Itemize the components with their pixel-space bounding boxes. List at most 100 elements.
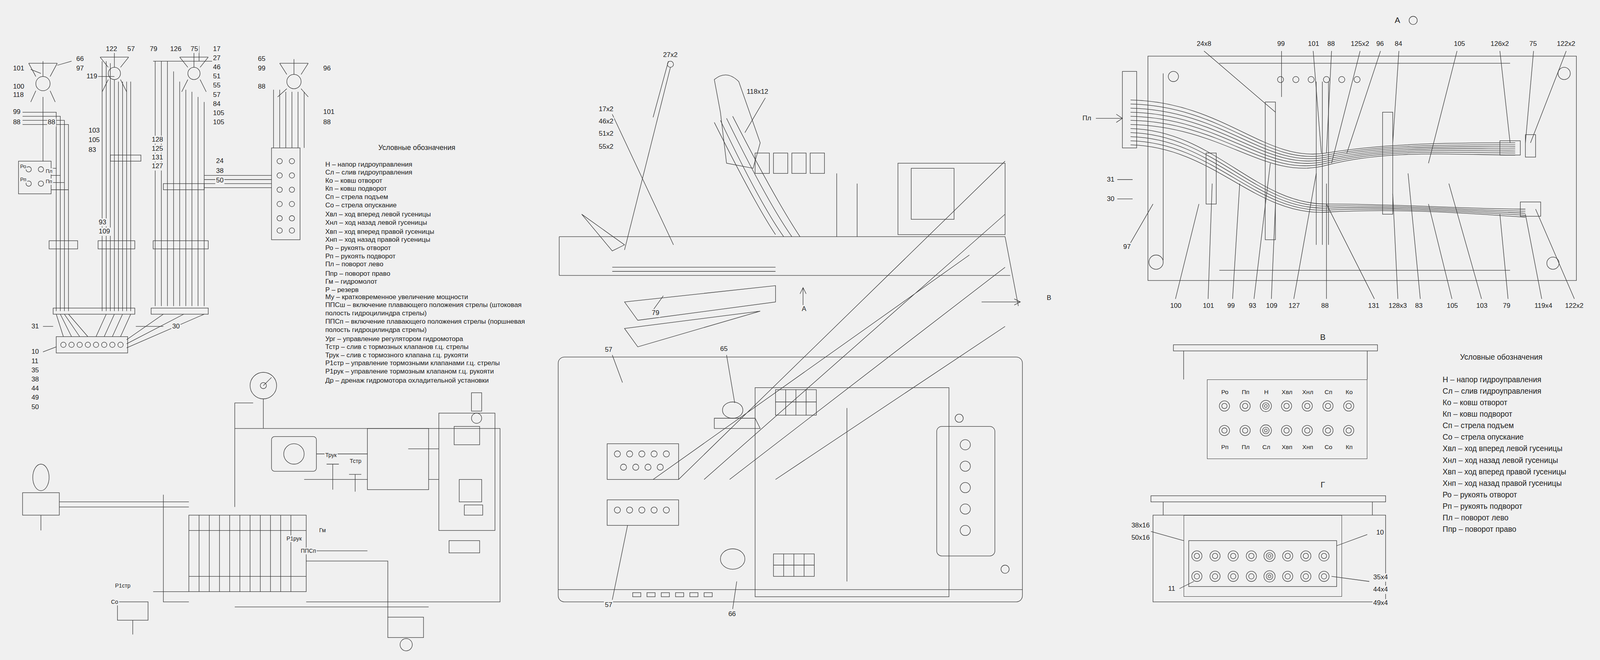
cab-drawing-part [773,554,815,577]
view-drawings-part [1239,400,1251,412]
view-drawings-part [1264,550,1276,562]
callout-number: 93 [1247,301,1257,310]
hydraulic-scheme-part [38,166,44,172]
view-drawings-part [1300,550,1312,562]
callout-number: 88 [257,82,267,91]
callout-number: 105 [87,136,101,145]
annotation: А [1393,15,1401,26]
view-drawings-part [1260,425,1272,437]
hydraulic-scheme-part [36,76,51,91]
callout-number: 50 [215,176,225,185]
callout-number: 57 [603,601,614,610]
annotation: Пл [45,168,54,175]
callout-number: 50 [30,403,40,412]
view-drawings-part [1319,550,1330,562]
hydraulic-scheme-part [286,74,302,89]
view-drawings-part [1300,571,1312,582]
annotation: А [800,305,807,314]
cab-drawing-part [960,439,971,450]
hydraulic-scheme-part [438,413,496,531]
cab-drawing-part [626,450,633,457]
cab-drawing-part [663,506,670,513]
callout-number: 126 [169,45,183,54]
hydraulic-scheme-part [28,61,57,103]
annotation: Хнл – ход назад левой гусеницы [1441,455,1559,466]
callout-number: 126x2 [1489,39,1510,48]
hydraulic-scheme-part [32,464,50,491]
callout-number: 17x2 [597,105,615,114]
annotation: Рп – рукоять подворот [1441,501,1524,511]
callout-number: 35 [30,366,40,375]
view-drawings-part [1150,495,1386,502]
annotation: Ко – ковш отворот [1441,398,1509,408]
port-label: Со [1324,443,1333,452]
port-label: Сл [1262,443,1271,452]
port-label: Хнл [1302,388,1314,397]
cab-drawing-part [614,506,621,513]
callout-number: 24 [215,157,225,166]
cab-drawing-part [620,464,627,471]
callout-number: 131 [1367,301,1380,310]
callout-number: 122x2 [1564,301,1585,310]
callout-number: 97 [75,64,85,73]
hydraulic-scheme-part [277,59,309,97]
plate-drawing-part [1203,51,1566,164]
cab-drawing-part [638,450,645,457]
callout-number: 75 [1528,39,1538,48]
callout-number: 44x4 [1372,585,1389,594]
hydraulic-scheme-part [188,515,306,592]
view-drawings-part [1188,540,1337,587]
callout-number: 128x3 [1387,301,1408,310]
cab-drawing-part [651,506,657,513]
view-drawings-part [1264,570,1276,582]
hydraulic-scheme-part [77,342,83,348]
annotation: ППСш – включение плавающего положения ст… [324,300,526,318]
callout-number: 118 [12,91,25,99]
callout-number: 131 [151,153,164,162]
callout-number: 27x2 [662,51,679,59]
hydraulic-scheme-part [30,61,164,353]
cab-drawing-part [846,408,847,582]
hydraulic-scheme-part [101,342,107,348]
cab-drawing-part [755,387,949,598]
callout-number: 125 [151,144,164,153]
callout-number: 79 [651,309,661,317]
plate-drawing-part [1277,76,1284,83]
cab-drawing-part [612,173,858,272]
annotation: Со – стрела опускание [1441,432,1525,442]
hydraulic-scheme-part [271,148,300,240]
annotation: ППСп – включение плавающего положения ст… [324,317,526,335]
hydraulic-scheme-part [56,314,205,348]
callout-number: 49 [30,393,40,402]
annotation: Др – дренаж гидромотора охладительной ус… [324,376,526,385]
hydraulic-scheme-part [271,436,317,472]
hydraulic-scheme-part [110,155,141,162]
cab-drawing-part [911,168,955,220]
annotation: Хнл – ход назад левой гусеницы [324,218,526,227]
cab-drawing-part [624,67,671,250]
plate-drawing-part [1130,144,1526,218]
callout-number: 99 [12,108,22,116]
cab-drawing-part [773,153,788,174]
view-drawings [1150,344,1386,602]
callout-number: 46 [212,63,222,72]
hydraulic-scheme-part [49,240,78,249]
hydraulic-scheme-part [60,342,66,348]
hydraulic-scheme-part [277,187,283,193]
hydraulic-scheme-part [85,342,91,348]
cab-drawing-part [960,461,971,472]
view-panel: Г [1183,515,1342,597]
annotation: Хнп – ход назад правой гусеницы [1441,478,1563,488]
plate-drawing-part [1130,124,1516,169]
cab-drawing-part [722,402,744,419]
callout-number: 57 [126,45,136,54]
cab-drawing-part [638,506,645,513]
callout-number: 105 [1446,301,1459,310]
cab-drawing-part [714,116,801,237]
view-drawings-part [1281,425,1292,436]
callout-number: 38x16 [1130,521,1151,530]
annotation: Трук – слив с тормозного клапана г.ц. ру… [324,351,526,360]
callout-number: 122x2 [1556,39,1576,48]
annotation: Пл [1081,114,1092,123]
annotation: Р1рук [285,535,303,543]
